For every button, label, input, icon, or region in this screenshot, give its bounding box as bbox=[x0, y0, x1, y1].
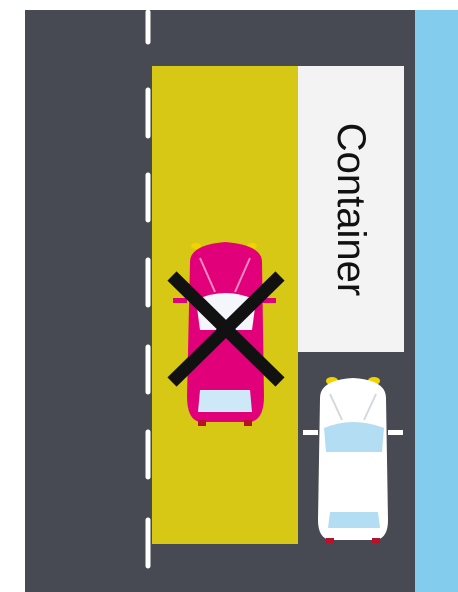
container-label: Container bbox=[298, 66, 404, 352]
sidewalk bbox=[415, 10, 458, 592]
container-label-text: Container bbox=[329, 122, 374, 295]
